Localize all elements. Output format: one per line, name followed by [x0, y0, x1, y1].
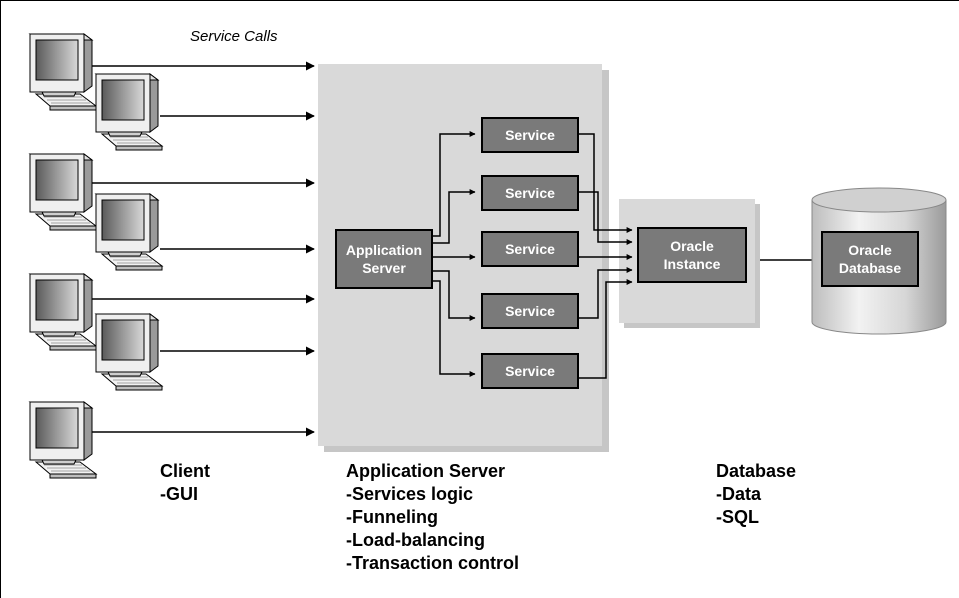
connector — [432, 131, 476, 237]
connector — [578, 267, 633, 319]
client-column-label: Client -GUI — [160, 461, 210, 504]
application-server-title: Application Server — [346, 461, 505, 481]
oracle-instance-box: Oracle Instance — [637, 227, 747, 283]
connector — [578, 133, 633, 233]
oracle-database-line1: Oracle — [848, 242, 892, 258]
application-server-item: -Transaction control — [346, 553, 519, 573]
service-calls-caption: Service Calls — [190, 28, 278, 45]
connector — [578, 279, 633, 379]
service-label: Service — [505, 185, 555, 201]
database-item: -SQL — [716, 507, 759, 527]
desktop-computer-icon — [95, 313, 163, 391]
service-to-instance-connectors — [578, 133, 633, 379]
app-server-box-line2: Server — [362, 260, 406, 276]
service-box: Service — [481, 231, 579, 267]
oracle-instance-line2: Instance — [664, 256, 721, 272]
application-server-column-label: Application Server -Services logic -Funn… — [346, 461, 519, 573]
database-title: Database — [716, 461, 796, 481]
application-server-item: -Load-balancing — [346, 530, 485, 550]
oracle-instance-line1: Oracle — [670, 238, 714, 254]
desktop-computer-icon — [29, 401, 97, 479]
desktop-computer-icon — [29, 153, 97, 231]
oracle-database-line2: Database — [839, 260, 901, 276]
application-server-item: -Services logic — [346, 484, 473, 504]
service-box: Service — [481, 117, 579, 153]
service-label: Service — [505, 303, 555, 319]
database-column-label: Database -Data -SQL — [716, 461, 796, 527]
app-server-box-line1: Application — [346, 242, 422, 258]
service-label: Service — [505, 127, 555, 143]
service-label: Service — [505, 241, 555, 257]
service-box: Service — [481, 175, 579, 211]
connector — [432, 270, 476, 321]
app-to-service-connectors — [432, 131, 476, 377]
service-boxes: Service Service Service Service Service — [481, 117, 579, 389]
client-item: -GUI — [160, 484, 198, 504]
service-box: Service — [481, 353, 579, 389]
application-server-box: Application Server — [335, 229, 433, 289]
application-server-item: -Funneling — [346, 507, 438, 527]
desktop-computer-icon — [29, 33, 97, 111]
database-cylinder-icon: Oracle Database — [811, 187, 947, 335]
database-item: -Data — [716, 484, 762, 504]
service-call-arrows — [92, 61, 315, 437]
connector — [578, 191, 633, 245]
service-label: Service — [505, 363, 555, 379]
service-box: Service — [481, 293, 579, 329]
client-title: Client — [160, 461, 210, 481]
desktop-computer-icon — [95, 193, 163, 271]
desktop-computer-icon — [29, 273, 97, 351]
desktop-computer-icon — [95, 73, 163, 151]
connector — [432, 280, 476, 377]
client-computers — [29, 33, 163, 479]
connector — [432, 189, 476, 244]
